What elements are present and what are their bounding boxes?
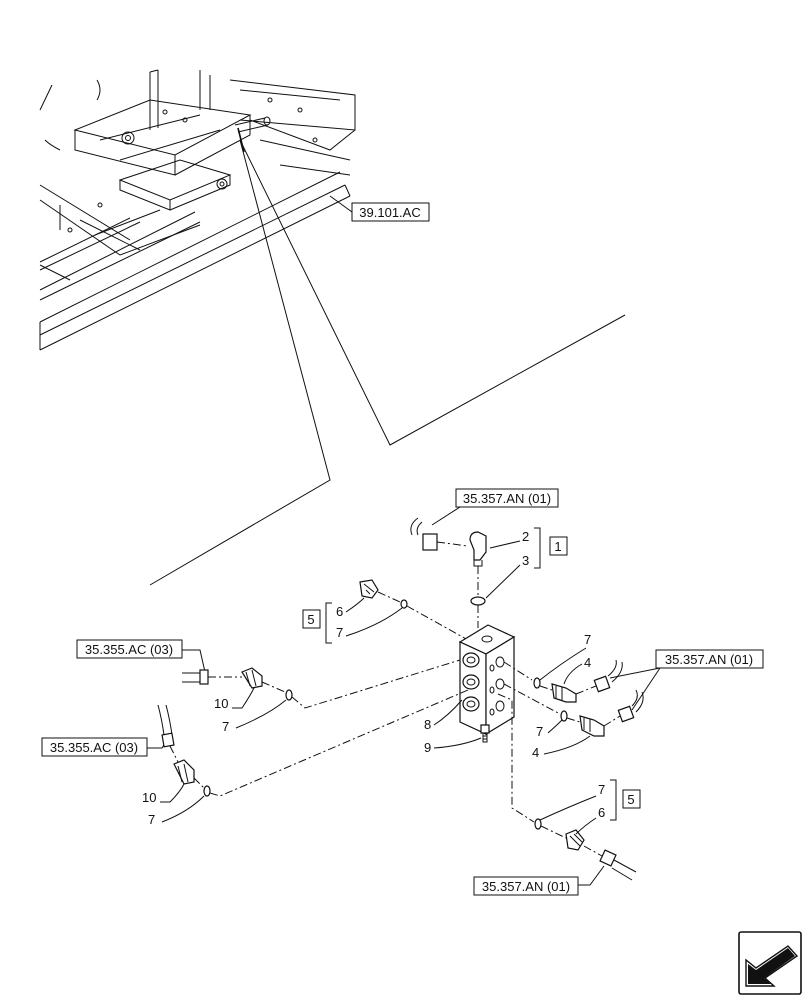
bottom-adapter-assembly (497, 693, 637, 881)
callout-10-lower-leader (160, 783, 185, 803)
callout-4-top: 4 (584, 655, 591, 670)
left-upper-ref-box (76, 639, 183, 659)
group-5-left-box (302, 609, 321, 629)
top-hose-leader (431, 506, 461, 526)
left-upper-ref-leader (182, 649, 206, 673)
callout-7-upper: 7 (222, 719, 229, 734)
callout-3-leader (485, 564, 521, 599)
right-hoses-ref-box (655, 649, 764, 669)
adapter-10-upper (241, 667, 263, 689)
group-5-left-bracket (325, 602, 332, 644)
right-upper-fitting (503, 659, 623, 703)
callout-2: 2 (522, 529, 529, 544)
seal-7-bottom (534, 818, 542, 830)
seal-7-left (400, 599, 408, 609)
callout-8: 8 (424, 717, 431, 732)
projection-lines (149, 127, 626, 586)
callout-7-lower-leader (161, 795, 205, 823)
left-upper-hose (182, 659, 461, 709)
callout-6-bottom: 6 (598, 805, 605, 820)
callout-9: 9 (424, 740, 431, 755)
frame-ref-label: 39.101.AC (359, 205, 420, 220)
frame-assembly-drawing (39, 69, 356, 351)
callout-7-left-leader (345, 607, 403, 637)
callout-2-leader (489, 540, 521, 549)
o-ring-3 (470, 596, 486, 606)
adapter-6-left (359, 579, 379, 599)
callout-4-top-leader (563, 663, 583, 685)
bolt-9 (480, 724, 490, 743)
callout-7-left: 7 (336, 625, 343, 640)
callout-7-upper-leader (235, 699, 287, 729)
frame-ref-box (351, 202, 430, 222)
group-5-right-bracket (610, 779, 617, 821)
group-1-label: 1 (554, 539, 561, 554)
group-5-left-label: 5 (307, 612, 314, 627)
callout-4-bottom: 4 (532, 745, 539, 760)
back-arrow-icon[interactable] (738, 931, 802, 995)
callout-6-left: 6 (336, 604, 343, 619)
callout-7-right-mid: 7 (536, 724, 543, 739)
right-hoses-leader-a (609, 667, 661, 679)
left-upper-ref-label: 35.355.AC (03) (85, 642, 173, 657)
left-lower-ref-label: 35.355.AC (03) (50, 740, 138, 755)
elbow-4-bottom (579, 715, 605, 737)
callout-10-lower: 10 (142, 790, 156, 805)
right-hoses-leader-b (631, 667, 661, 711)
bottom-hose-ref-label: 35.357.AN (01) (482, 879, 570, 894)
callout-7-right-top: 7 (584, 632, 591, 647)
seal-7-upper (285, 689, 293, 701)
frame-ref-leader (329, 195, 353, 213)
adapter-6-bottom (565, 829, 585, 851)
callout-10-upper: 10 (214, 696, 228, 711)
group-1-box (549, 536, 568, 556)
callout-7-bottom: 7 (598, 782, 605, 797)
callout-3: 3 (522, 553, 529, 568)
hose-ferrule-top (422, 533, 438, 551)
callout-9-leader (433, 737, 482, 749)
seal-7-right-mid (560, 710, 568, 722)
right-lower-fitting (503, 683, 644, 737)
group-5-right-label: 5 (627, 792, 634, 807)
left-adapter-assembly (359, 579, 469, 641)
callout-8-leader (433, 699, 463, 726)
bottom-hose-ref-box (473, 876, 579, 896)
left-lower-ref-box (41, 737, 148, 757)
callout-7-right-top-leader (539, 647, 587, 681)
bottom-hose-ref-leader (578, 865, 605, 886)
top-hose-ref-label: 35.357.AN (01) (463, 491, 551, 506)
elbow-4-top (551, 683, 577, 703)
callout-7-right-mid-leader (547, 719, 563, 734)
seal-7-lower (203, 785, 211, 797)
callout-6-left-leader (345, 597, 365, 613)
callout-7-lower: 7 (148, 812, 155, 827)
left-lower-hose (157, 689, 469, 797)
group-5-right-box (622, 789, 641, 809)
elbow-fitting-2 (469, 531, 487, 561)
callout-7-bottom-leader (539, 795, 597, 821)
right-hoses-ref-label: 35.357.AN (01) (665, 652, 753, 667)
adapter-10-lower (173, 759, 195, 785)
valve-block-8 (458, 624, 516, 736)
callout-4-bottom-leader (543, 735, 591, 755)
top-hose-ref-box (455, 488, 559, 508)
group-1-bracket (534, 527, 541, 569)
seal-7-right-top (533, 677, 541, 689)
callout-10-upper-leader (232, 687, 255, 709)
callout-6-bottom-leader (575, 817, 597, 835)
top-hose-assembly (410, 517, 487, 628)
